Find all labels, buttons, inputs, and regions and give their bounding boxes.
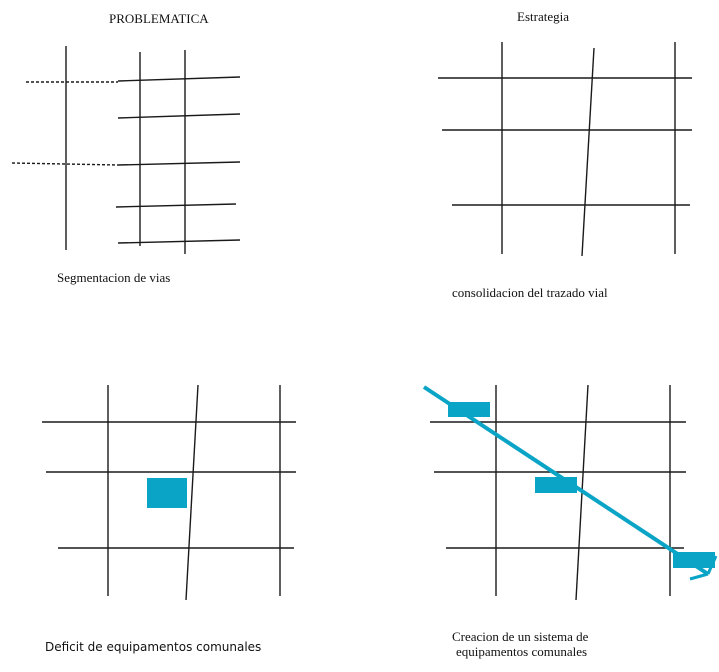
road-vertical <box>185 384 199 601</box>
road-horizontal <box>117 239 241 244</box>
road-horizontal <box>117 161 241 166</box>
road-horizontal <box>117 113 241 119</box>
caption-segmentacion: Segmentacion de vias <box>57 270 171 285</box>
broken-road-dashed <box>11 162 119 166</box>
caption-deficit: Deficit de equipamentos comunales <box>45 640 262 654</box>
panel-deficit <box>42 384 296 601</box>
caption-sistema-line1: Creacion de un sistema de <box>452 629 589 644</box>
equipment-block <box>535 477 577 493</box>
road-horizontal <box>115 203 237 208</box>
panel-consolidacion <box>438 42 692 257</box>
heading-problematica: PROBLEMATICA <box>109 11 209 26</box>
panel-segmentacion <box>11 46 241 254</box>
equipment-block <box>673 552 715 568</box>
road-horizontal <box>117 76 241 82</box>
road-vertical <box>581 47 595 257</box>
caption-sistema-line2: equipamentos comunales <box>456 644 588 659</box>
equipment-block <box>448 402 490 417</box>
caption-consolidacion: consolidacion del trazado vial <box>452 285 608 300</box>
heading-estrategia: Estrategia <box>517 9 569 24</box>
equipment-block <box>147 478 187 508</box>
